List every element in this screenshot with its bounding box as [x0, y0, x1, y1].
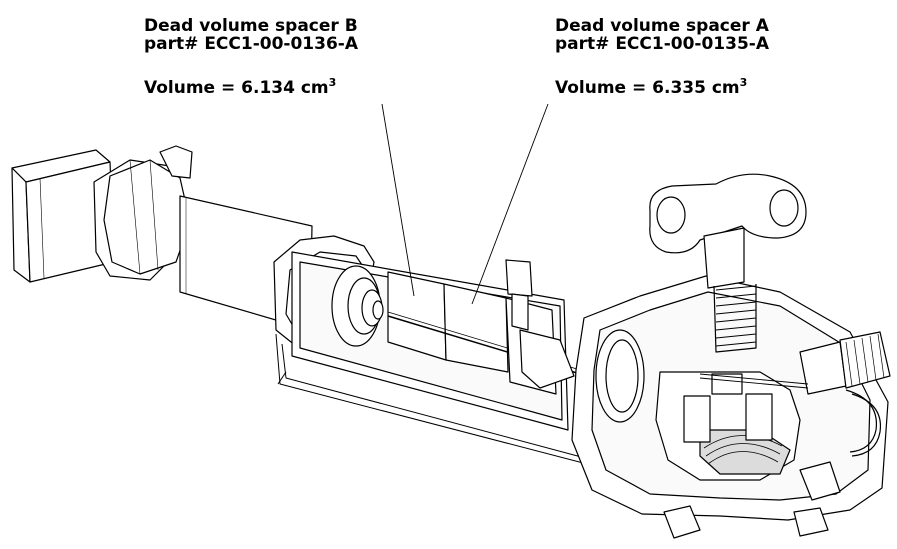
cell-body: [571, 275, 889, 539]
cable-connector: [699, 331, 891, 457]
spacer-b-annotation: Dead volume spacer B part# ECC1-00-0136-…: [144, 17, 358, 99]
coupling-nut-left: [93, 145, 193, 281]
spacer-a-part-number: part# ECC1-00-0135-A: [555, 34, 770, 54]
leader-line-spacer-b: [381, 103, 415, 297]
motor-block: [11, 149, 115, 283]
thumb-screw: [649, 173, 807, 353]
spacer-b-part-number: part# ECC1-00-0136-A: [144, 34, 359, 54]
spacer-a-title: Dead volume spacer A: [555, 16, 769, 36]
spacer-b-volume-exponent: 3: [328, 76, 337, 89]
spacer-a-annotation: Dead volume spacer A part# ECC1-00-0135-…: [555, 17, 769, 99]
spacer-b-volume: Volume = 6.134 cm3: [144, 76, 358, 99]
spacer-b-title: Dead volume spacer B: [144, 16, 358, 36]
spacer-a-volume-text: Volume = 6.335 cm: [555, 78, 740, 98]
leader-line-spacer-a: [471, 103, 549, 305]
sectioned-housing: [291, 251, 621, 431]
spacer-b-volume-text: Volume = 6.134 cm: [144, 78, 329, 98]
spacer-a-volume-exponent: 3: [739, 76, 748, 89]
spacer-a-volume: Volume = 6.335 cm3: [555, 76, 769, 99]
